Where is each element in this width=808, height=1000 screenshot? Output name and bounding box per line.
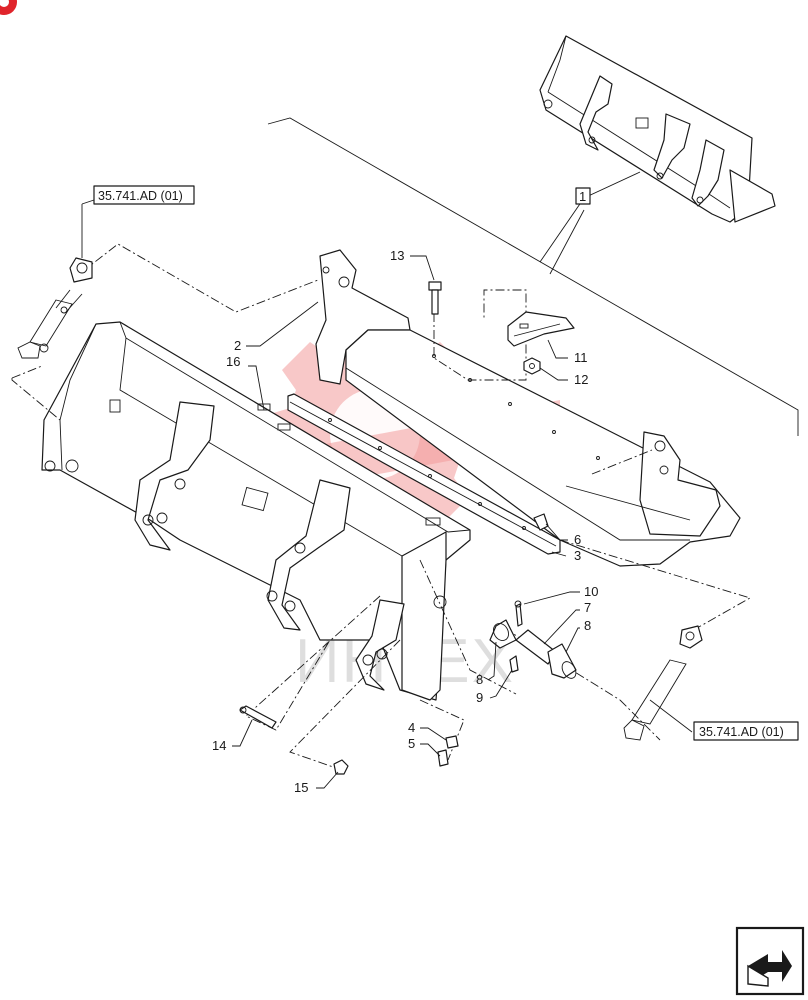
- callout-13[interactable]: 13: [390, 248, 404, 263]
- callout-6[interactable]: 6: [574, 532, 581, 547]
- pin-assembly: [489, 600, 577, 679]
- callout-10[interactable]: 10: [584, 584, 598, 599]
- callout-1[interactable]: 1: [579, 189, 586, 204]
- part-5: [437, 749, 449, 767]
- tooth-11: [507, 311, 575, 347]
- callouts: 13 2 16 11 12 6 3 10 7 8 8 9 4 5 14 15: [212, 248, 598, 795]
- callout-15[interactable]: 15: [294, 780, 308, 795]
- bucket-main: [41, 321, 471, 701]
- next-page-arrow-icon[interactable]: [735, 926, 805, 996]
- reference-label-bottom[interactable]: 35.741.AD (01): [699, 725, 784, 739]
- reference-top[interactable]: 35.741.AD (01): [81, 185, 195, 258]
- callout-16[interactable]: 16: [226, 354, 240, 369]
- bucket-thumbnail: [539, 35, 776, 223]
- callout-5[interactable]: 5: [408, 736, 415, 751]
- callout-3[interactable]: 3: [574, 548, 581, 563]
- assembly-bracket: 1: [267, 117, 799, 436]
- callout-8-right[interactable]: 8: [584, 618, 591, 633]
- callout-14[interactable]: 14: [212, 738, 226, 753]
- reference-label-top[interactable]: 35.741.AD (01): [98, 189, 183, 203]
- nut-12: [523, 357, 541, 375]
- pin-14: [239, 705, 277, 729]
- callout-4[interactable]: 4: [408, 720, 415, 735]
- cylinder-left: [17, 257, 93, 359]
- back-plate: [315, 249, 741, 567]
- callout-11[interactable]: 11: [574, 350, 588, 365]
- red-circle-badge-icon[interactable]: [0, 0, 17, 15]
- cutting-edge: [287, 393, 561, 555]
- callout-8-left[interactable]: 8: [476, 672, 483, 687]
- bolt-13: [428, 281, 442, 315]
- part-4: [445, 735, 459, 749]
- cylinder-right: [623, 625, 703, 741]
- callout-2[interactable]: 2: [234, 338, 241, 353]
- callout-12[interactable]: 12: [574, 372, 588, 387]
- callout-9[interactable]: 9: [476, 690, 483, 705]
- callout-7[interactable]: 7: [584, 600, 591, 615]
- reference-bottom[interactable]: 35.741.AD (01): [649, 699, 799, 741]
- nut-15: [333, 759, 349, 775]
